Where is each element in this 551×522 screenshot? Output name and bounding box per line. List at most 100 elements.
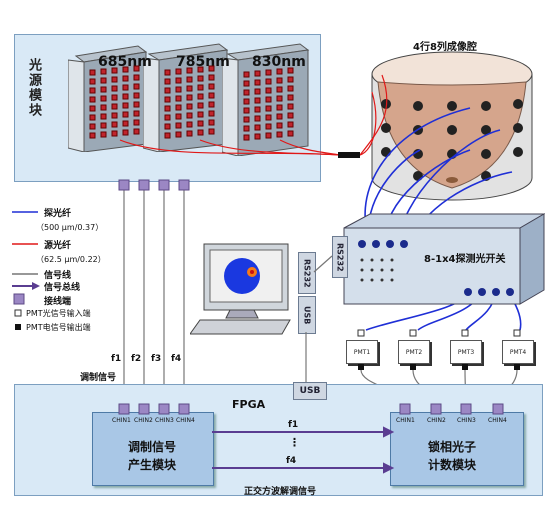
- laser-indicator: [208, 119, 215, 126]
- lockin-ch-3: CHIN3: [457, 417, 476, 424]
- laser-indicator: [89, 78, 96, 85]
- laser-indicator: [287, 76, 294, 83]
- fpga-usb-port: USB: [293, 382, 327, 400]
- lockin-counting-module: [390, 412, 524, 486]
- laser-indicator: [243, 98, 250, 105]
- legend-pmt-in: PMT光信号输入端: [26, 309, 91, 318]
- laser-indicator: [243, 107, 250, 114]
- laser-indicator: [197, 120, 204, 127]
- laser-indicator: [197, 129, 204, 136]
- laser-indicator: [254, 115, 261, 122]
- computer-rs232-port: RS232: [298, 252, 316, 294]
- laser-indicator: [243, 134, 250, 141]
- laser-indicator: [287, 94, 294, 101]
- laser-indicator: [133, 65, 140, 72]
- lockin-module-line2: 计数模块: [428, 458, 477, 472]
- laser-indicator: [243, 80, 250, 87]
- laser-indicator: [265, 78, 272, 85]
- lockin-ch-2: CHIN2: [427, 417, 446, 424]
- switch-title: 8-1x4探测光开关: [424, 254, 506, 265]
- lockin-ch-1: CHIN1: [396, 417, 415, 424]
- laser-indicator: [89, 105, 96, 112]
- laser-indicator: [197, 93, 204, 100]
- laser-indicator: [254, 97, 261, 104]
- laser-indicator: [89, 96, 96, 103]
- laser-indicator: [89, 87, 96, 94]
- gen-ch-3: CHIN3: [155, 417, 174, 424]
- laser-indicator: [265, 96, 272, 103]
- laser-indicator: [276, 113, 283, 120]
- laser-indicator: [254, 106, 261, 113]
- demod-signal-label: 正交方波解调信号: [244, 487, 317, 497]
- light-source-title: 光源模块: [26, 58, 41, 118]
- laser-indicator: [243, 125, 250, 132]
- laser-indicator: [287, 121, 294, 128]
- laser-indicator: [111, 94, 118, 101]
- freq-label-f3: f3: [151, 354, 162, 364]
- legend-source-fiber-spec: （62.5 μm/0.22）: [36, 255, 106, 264]
- laser-indicator: [133, 74, 140, 81]
- freq-label-f4: f4: [171, 354, 182, 364]
- laser-indicator: [287, 67, 294, 74]
- laser-indicator: [111, 112, 118, 119]
- laser-indicator: [197, 102, 204, 109]
- laser-indicator: [122, 93, 129, 100]
- laser-indicator: [197, 66, 204, 73]
- laser-indicator: [175, 104, 182, 111]
- laser-indicator: [276, 68, 283, 75]
- laser-indicator: [197, 84, 204, 91]
- laser-indicator: [208, 101, 215, 108]
- laser-indicator: [208, 92, 215, 99]
- laser-indicator: [186, 103, 193, 110]
- laser-indicator: [276, 131, 283, 138]
- laser-indicator: [111, 130, 118, 137]
- laser-indicator: [111, 67, 118, 74]
- legend-connector: 接线端: [44, 297, 72, 307]
- laser-indicator: [111, 121, 118, 128]
- cavity-title: 4行8列成像腔: [413, 42, 477, 53]
- laser-indicator: [186, 85, 193, 92]
- laser-indicator: [254, 79, 261, 86]
- laser-indicator: [133, 101, 140, 108]
- computer: [190, 243, 291, 335]
- switch-rs232-port: RS232: [332, 236, 348, 278]
- laser-indicator: [122, 102, 129, 109]
- laser-indicator: [287, 103, 294, 110]
- laser-indicator: [265, 69, 272, 76]
- laser-indicator: [186, 130, 193, 137]
- laser-indicator: [100, 95, 107, 102]
- computer-usb-port: USB: [298, 296, 316, 334]
- laser-indicator: [100, 104, 107, 111]
- laser-indicator: [265, 114, 272, 121]
- laser-indicator: [265, 105, 272, 112]
- laser-indicator: [186, 121, 193, 128]
- fpga-title: FPGA: [232, 398, 266, 411]
- pmt-4: PMT4: [502, 340, 534, 364]
- laser-indicator: [89, 123, 96, 130]
- gen-ch-1: CHIN1: [112, 417, 131, 424]
- modulation-generator-module: [92, 412, 214, 486]
- laser-indicator: [276, 77, 283, 84]
- laser-indicator: [197, 75, 204, 82]
- laser-indicator: [208, 128, 215, 135]
- laser-indicator: [276, 95, 283, 102]
- laser-indicator: [111, 103, 118, 110]
- laser-indicator: [276, 122, 283, 129]
- source-fiber-3: [279, 139, 341, 156]
- laser-indicator: [164, 96, 171, 103]
- source-fiber-2: [199, 139, 341, 156]
- laser-indicator: [164, 78, 171, 85]
- laser-indicator: [100, 131, 107, 138]
- wavelength-830-label: 830nm: [252, 54, 306, 70]
- laser-indicator: [254, 124, 261, 131]
- laser-indicator: [175, 122, 182, 129]
- laser-indicator: [265, 87, 272, 94]
- laser-indicator: [164, 105, 171, 112]
- laser-indicator: [122, 66, 129, 73]
- switch-ports: [358, 240, 408, 282]
